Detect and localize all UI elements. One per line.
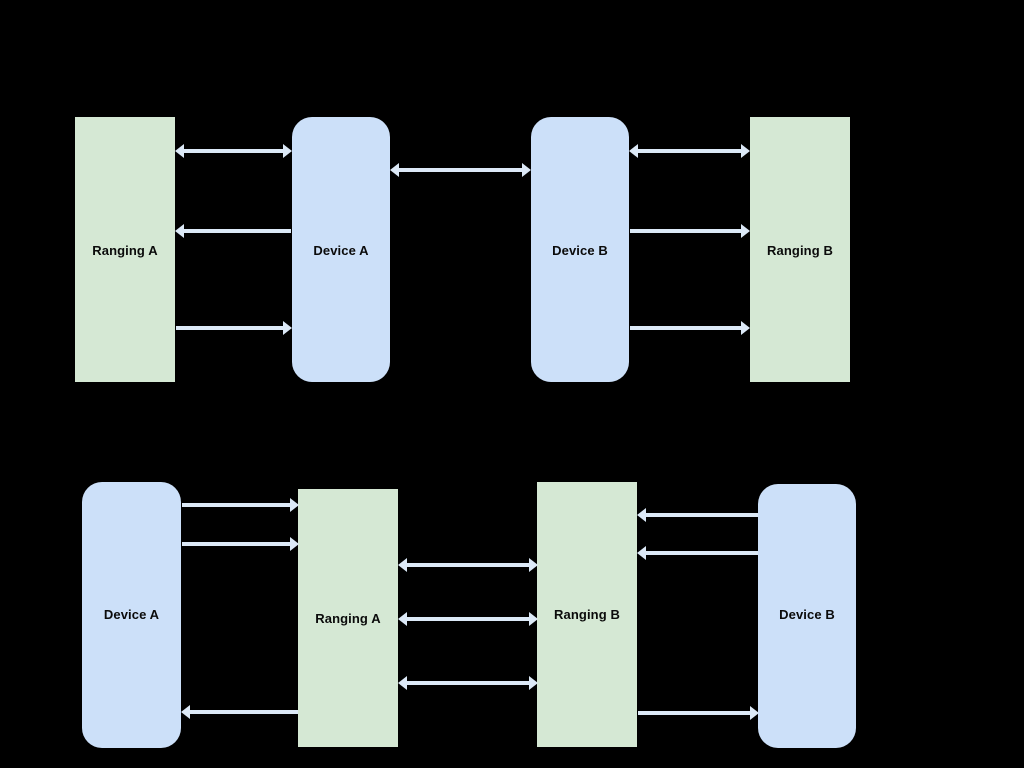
lifeline-label-top-device-b: Device B [552,243,608,258]
lifeline-label-top-ranging-a: Ranging A [92,243,158,258]
lifeline-label-top-ranging-b: Ranging B [767,243,833,258]
message-arrow-b-b1[interactable] [637,508,758,522]
arrowhead-left-icon [637,546,646,560]
lifeline-box-bot-device-b[interactable] [758,484,856,748]
lifeline-box-bot-device-a[interactable] [82,482,181,748]
lifeline-label-bot-ranging-b: Ranging B [554,607,620,622]
message-arrow-b-m1[interactable] [398,558,538,572]
arrow-shaft [406,563,530,567]
lifeline-label-bot-device-a: Device A [103,607,160,622]
arrowhead-left-icon [398,612,407,626]
lifeline-box-top-ranging-a[interactable] [75,117,175,382]
arrow-shaft [406,681,530,685]
arrowhead-left-icon [181,705,190,719]
message-arrow-b-m2[interactable] [398,612,538,626]
arrow-shaft [406,617,530,621]
arrow-shaft [189,710,298,714]
lifeline-box-bot-ranging-a[interactable] [298,489,398,747]
arrow-shaft [645,551,758,555]
lifeline-box-bot-ranging-b[interactable] [537,482,637,747]
arrow-shaft [645,513,758,517]
arrowhead-left-icon [637,508,646,522]
message-arrow-b-a1[interactable] [182,498,299,512]
message-arrow-b-b2[interactable] [637,546,758,560]
lifeline-box-top-device-a[interactable] [292,117,390,382]
arrowhead-left-icon [398,676,407,690]
lifeline-box-top-ranging-b[interactable] [750,117,850,382]
lifeline-label-bot-device-b: Device B [779,607,835,622]
lifeline-box-top-device-b[interactable] [531,117,629,382]
message-arrow-b-b3[interactable] [638,706,759,720]
arrowhead-left-icon [398,558,407,572]
arrow-shaft [638,711,751,715]
message-arrow-b-m3[interactable] [398,676,538,690]
arrow-shaft [182,542,291,546]
lifeline-label-bot-ranging-a: Ranging A [315,611,381,626]
arrow-shaft [182,503,291,507]
message-arrow-b-a3[interactable] [181,705,298,719]
lifeline-label-top-device-a: Device A [313,243,369,258]
message-arrow-b-a2[interactable] [182,537,299,551]
